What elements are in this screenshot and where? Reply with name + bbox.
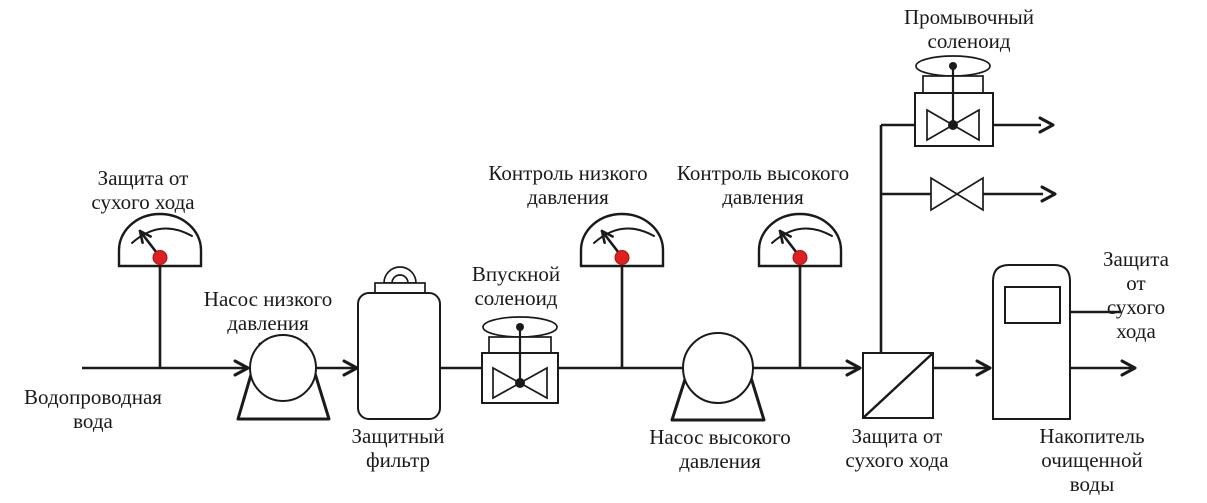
gauge-icon xyxy=(579,212,665,268)
label-protective-filter: Защитный фильтр xyxy=(351,424,445,472)
inlet-solenoid-symbol xyxy=(481,316,559,404)
tank-window xyxy=(1004,286,1061,324)
manual-valve-symbol xyxy=(930,176,984,212)
membrane-dry-run-symbol xyxy=(862,352,934,419)
valve-icon xyxy=(930,176,984,212)
gauge-icon xyxy=(117,212,203,268)
flow-lines xyxy=(82,123,1133,370)
pump-icon xyxy=(249,334,317,402)
label-high-pressure-control: Контроль высокого давления xyxy=(676,161,850,209)
label-tap-water: Водопроводная вода xyxy=(24,385,162,433)
label-high-pressure-pump: Насос высокого давления xyxy=(649,425,791,473)
high-pressure-pump-symbol xyxy=(670,332,766,422)
pump-icon xyxy=(682,332,754,404)
gauge-icon xyxy=(757,212,843,268)
label-inlet-solenoid: Впускной соленоид xyxy=(471,262,561,310)
storage-tank-symbol xyxy=(992,264,1071,420)
label-dry-run-membrane: Защита от сухого хода xyxy=(845,424,949,472)
label-dry-run-inlet: Защита от сухого хода xyxy=(91,166,195,214)
low-pressure-pump-symbol xyxy=(236,334,331,421)
protective-filter-symbol xyxy=(357,266,441,420)
filter-icon xyxy=(357,292,441,420)
label-flush-solenoid: Промывочный соленоид xyxy=(903,5,1035,53)
label-low-pressure-control: Контроль низкого давления xyxy=(488,161,648,209)
flush-solenoid-symbol xyxy=(914,55,994,147)
label-dry-run-tank: Защита от сухого хода xyxy=(1102,247,1169,343)
label-low-pressure-pump: Насос низкого давления xyxy=(203,287,333,335)
label-storage-tank: Накопитель очищенной воды xyxy=(1039,424,1145,496)
